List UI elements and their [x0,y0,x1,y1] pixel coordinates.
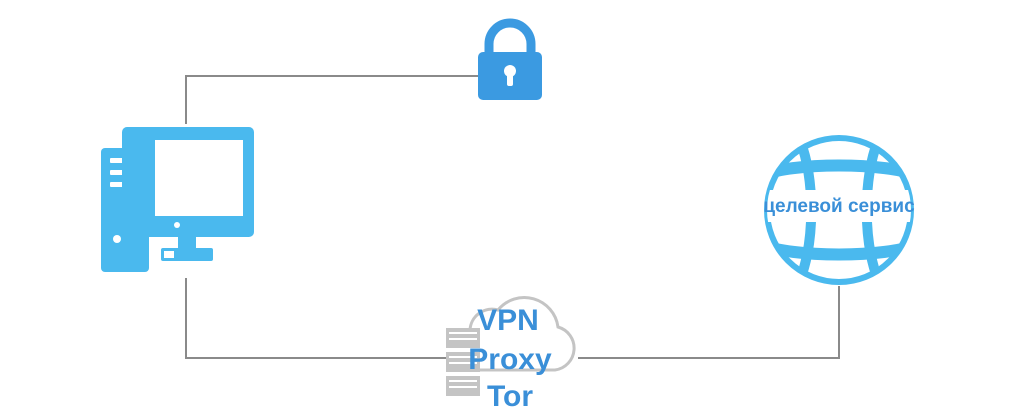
label-vpn: VPN [477,304,539,337]
cloud-outline [468,296,576,372]
computer-monitor [122,127,254,261]
globe-icon: целевой сервис [763,135,915,285]
connection-intermediary-to-globe [578,286,840,359]
connection-computer-to-lock [185,75,478,124]
target-service-label: целевой сервис [763,196,915,217]
desktop-computer-icon [101,127,254,272]
server-stack [446,328,480,396]
intermediary-labels: VPN Proxy Tor [468,304,552,413]
padlock-icon [478,18,542,100]
label-proxy: Proxy [468,343,552,376]
cloud-server-icon: VPN Proxy Tor [446,296,576,413]
connections [185,75,840,359]
label-tor: Tor [487,380,533,413]
connection-computer-to-intermediary [185,278,446,359]
